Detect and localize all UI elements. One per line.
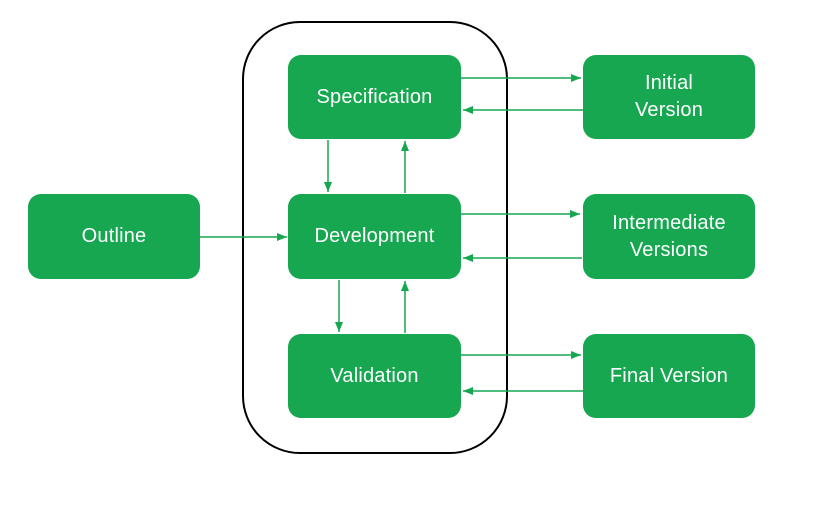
node-outline-label: Outline: [81, 225, 147, 247]
node-intermediate-versions-label-line2: Versions: [629, 238, 709, 261]
node-final-version: Final Version: [583, 334, 755, 418]
node-final-version-label: Final Version: [609, 364, 729, 387]
node-initial-version-label-line1: Initial: [644, 72, 694, 94]
node-specification-label: Specification: [316, 85, 433, 108]
node-initial-version-label-line2: Version: [634, 99, 704, 121]
node-intermediate-versions: Intermediate Versions: [583, 194, 755, 279]
node-outline: Outline: [28, 194, 200, 279]
node-development-label: Development: [314, 225, 435, 247]
node-development: Development: [288, 194, 461, 279]
node-specification: Specification: [288, 55, 461, 139]
node-validation: Validation: [288, 334, 461, 418]
node-intermediate-versions-label-line1: Intermediate: [612, 211, 726, 234]
node-validation-label: Validation: [330, 364, 419, 387]
node-initial-version: Initial Version: [583, 55, 755, 139]
